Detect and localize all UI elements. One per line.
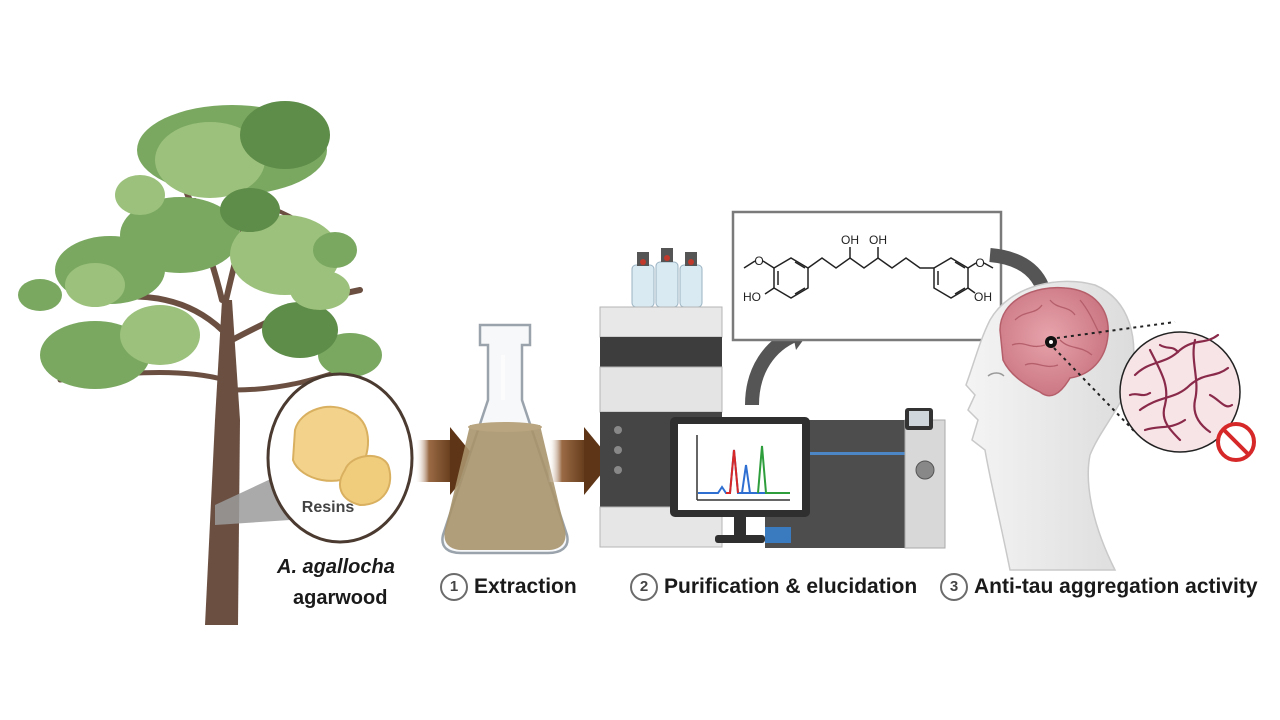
flask-extract xyxy=(444,425,566,550)
step-1-label: 1 Extraction xyxy=(440,573,577,601)
tau-fibril-inset xyxy=(1119,331,1256,462)
resin-callout: Resins xyxy=(266,372,414,544)
chromatogram xyxy=(696,435,790,501)
step-3-number: 3 xyxy=(940,573,968,601)
step-2-number: 2 xyxy=(630,573,658,601)
step-3-label: 3 Anti-tau aggregation activity xyxy=(940,573,1258,601)
svg-text:O: O xyxy=(754,254,763,268)
phenol-label-right: OH xyxy=(974,290,992,304)
chemical-structure-box: O O OH OH HO OH xyxy=(731,210,1003,342)
zoom-lines xyxy=(1053,321,1176,433)
phenol-label-left: HO xyxy=(743,290,761,304)
common-name-label: agarwood xyxy=(293,587,388,609)
svg-text:O: O xyxy=(975,256,984,270)
inhibition-icon xyxy=(1216,422,1256,462)
brain xyxy=(999,286,1109,397)
species-label: A. agallocha xyxy=(277,556,395,578)
tree-foliage xyxy=(18,101,382,389)
step-1-number: 1 xyxy=(440,573,468,601)
step-1-text: Extraction xyxy=(474,575,577,598)
resin-label: Resins xyxy=(302,499,355,516)
hplc-system xyxy=(599,248,946,549)
hydroxyl-label-2: OH xyxy=(869,233,887,247)
resin-chunk-2 xyxy=(339,455,392,507)
tree-trunk xyxy=(205,300,240,625)
hydroxyl-label-1: OH xyxy=(841,233,859,247)
step-2-text: Purification & elucidation xyxy=(664,575,918,598)
erlenmeyer-flask xyxy=(441,323,569,555)
agarwood-tree xyxy=(18,101,382,625)
flow-arrow-2 xyxy=(548,427,612,495)
step-3-text: Anti-tau aggregation activity xyxy=(974,575,1258,598)
step-2-label: 2 Purification & elucidation xyxy=(630,573,917,601)
molecule-drawing xyxy=(743,247,994,299)
